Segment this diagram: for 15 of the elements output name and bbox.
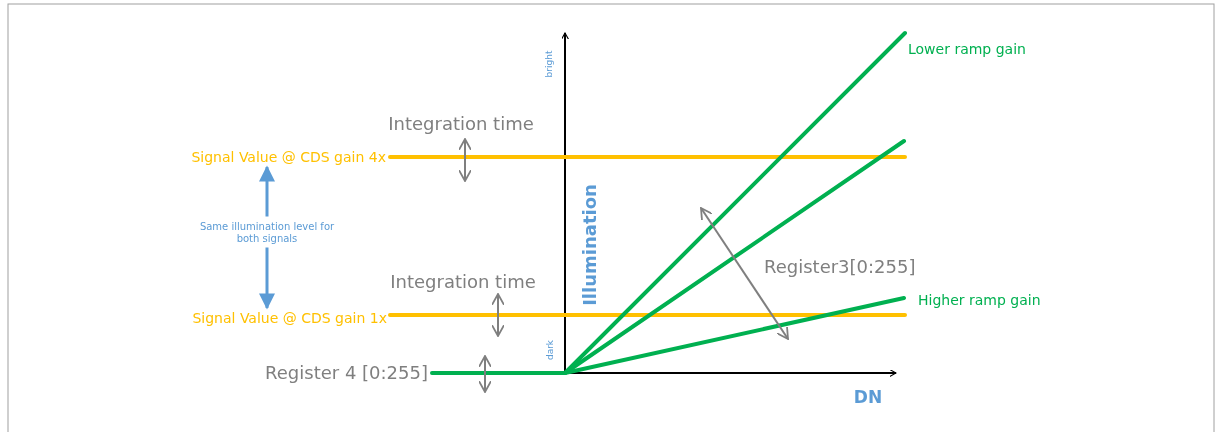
dimension-label: Integration time — [390, 271, 536, 293]
dimension-label: Register 4 [0:255] — [265, 362, 428, 384]
note-text: Same illumination level for both signals — [192, 220, 342, 244]
axis-title: Illumination — [579, 184, 601, 306]
line-label: Lower ramp gain — [908, 40, 1026, 58]
arrow — [259, 165, 275, 217]
axis-end-label: dark — [544, 339, 556, 361]
line-label: Higher ramp gain — [918, 291, 1041, 309]
axis-title: DN — [853, 388, 883, 408]
axis-end-label: bright — [543, 50, 555, 78]
line-label: Signal Value @ CDS gain 1x — [192, 309, 387, 327]
line-label: Signal Value @ CDS gain 4x — [191, 148, 386, 166]
dimension-label: Register3[0:255] — [764, 256, 916, 278]
dimension-label: Integration time — [388, 113, 534, 135]
arrow — [259, 247, 275, 310]
